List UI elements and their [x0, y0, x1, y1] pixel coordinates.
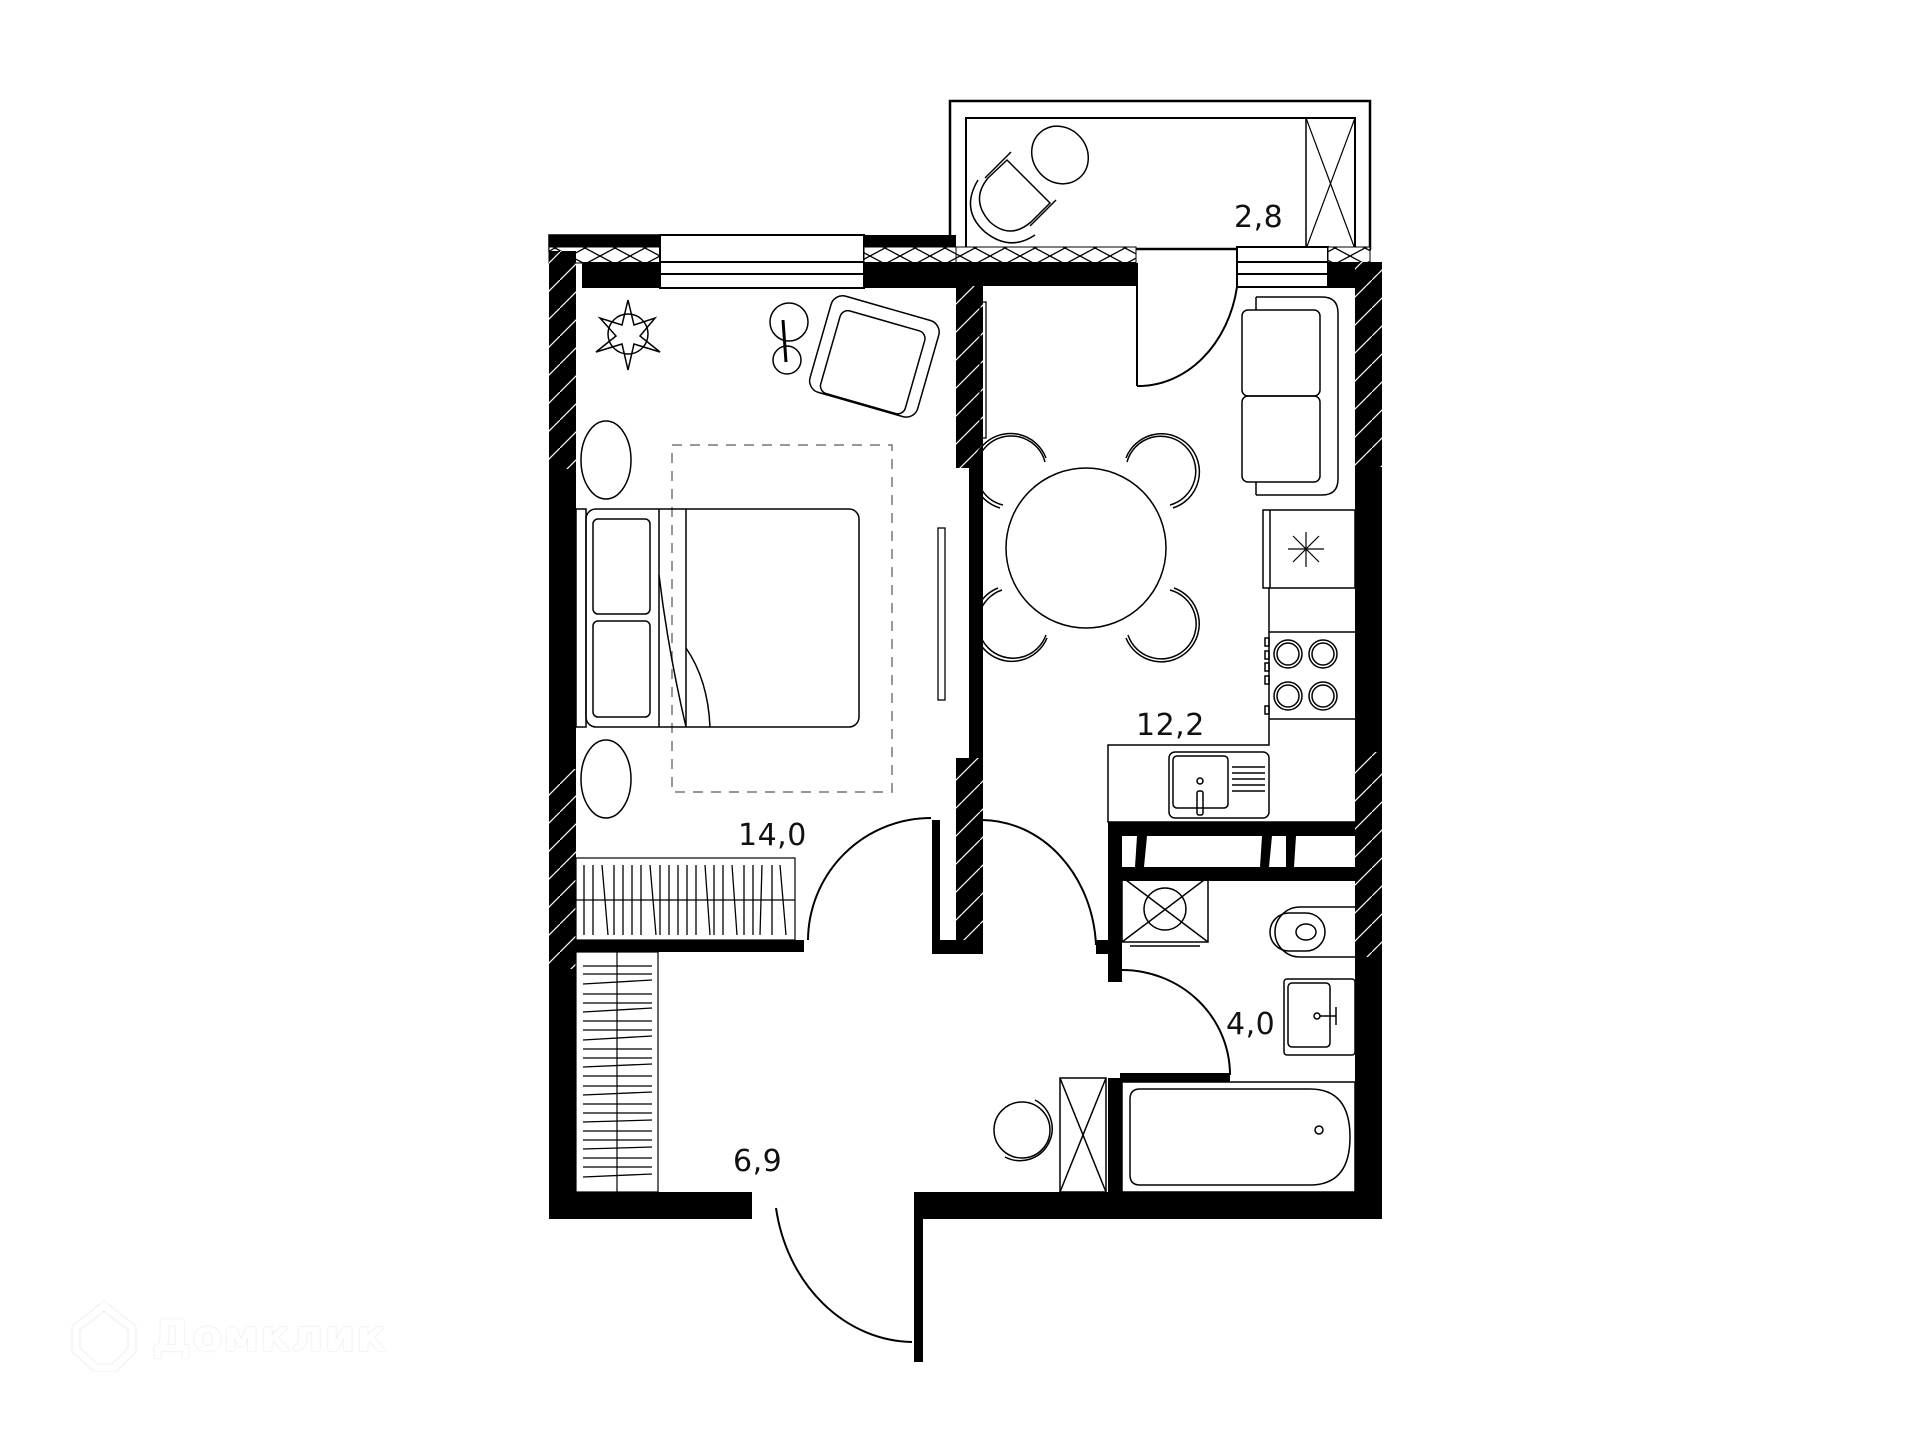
doors: [775, 263, 1238, 1343]
dining-table-icon: [971, 432, 1201, 663]
bedroom-armchair-icon: [808, 295, 940, 418]
bedroom-area-label: 14,0: [738, 818, 807, 853]
stove-icon: [1264, 637, 1338, 715]
shoe-cabinet-icon: [1059, 1077, 1107, 1193]
kitchen-furniture: [971, 296, 1356, 823]
kitchen-door-swing: [981, 819, 1097, 946]
nightstand-bottom-icon: [580, 739, 632, 819]
outer-walls: [548, 234, 1382, 1362]
hallway-wardrobe-icon: [575, 951, 659, 1193]
washing-machine-icon: [1121, 876, 1209, 947]
double-bed-icon: [575, 508, 860, 728]
kitchen-area-label: 12,2: [1136, 708, 1205, 743]
house-logo-icon: [72, 1301, 136, 1372]
watermark: Домклик: [70, 1300, 387, 1372]
pouf-icon: [993, 1099, 1053, 1162]
bedroom-door-swing: [807, 817, 932, 941]
toilet-icon: [1269, 906, 1355, 958]
bathroom-door-swing: [1121, 969, 1231, 1076]
bathroom-area-label: 4,0: [1226, 1007, 1276, 1042]
balcony-armchair-icon: [969, 125, 1090, 244]
balcony: [948, 99, 1372, 251]
bedroom-wardrobe-icon: [575, 857, 796, 941]
balcony-door-swing: [1136, 286, 1238, 388]
hallway-area-label: 6,9: [733, 1144, 783, 1179]
kitchen-window: [1236, 246, 1329, 288]
plant-icon: [595, 299, 661, 371]
interior-walls: [576, 286, 1355, 1192]
fridge-icon: [1262, 509, 1356, 589]
snowflake-icon: [1288, 532, 1324, 567]
watermark-brand: Домклик: [152, 1310, 388, 1362]
bedroom-furniture: [575, 295, 946, 941]
nightstand-top-icon: [580, 420, 632, 500]
balcony-area-label: 2,8: [1234, 200, 1284, 235]
floor-lamp-icon: [769, 302, 809, 375]
hallway-wardrobe-hangers: [582, 965, 653, 1178]
wardrobe-hangers: [583, 864, 787, 936]
sliding-door-panel: [937, 527, 946, 701]
bathroom-sink-icon: [1283, 978, 1356, 1056]
sofa-icon: [1241, 296, 1339, 496]
bathroom-furniture: [1121, 876, 1356, 1193]
rug-outline: [671, 444, 893, 793]
entrance-door-swing: [775, 1207, 913, 1343]
balcony-cabinet-icon: [1305, 117, 1356, 250]
kitchen-sink-icon: [1168, 751, 1270, 819]
bathtub-icon: [1121, 1081, 1356, 1193]
bedroom-window: [659, 234, 865, 289]
hallway-furniture: [575, 951, 1107, 1193]
kitchen-sliding-panel: [979, 301, 987, 439]
